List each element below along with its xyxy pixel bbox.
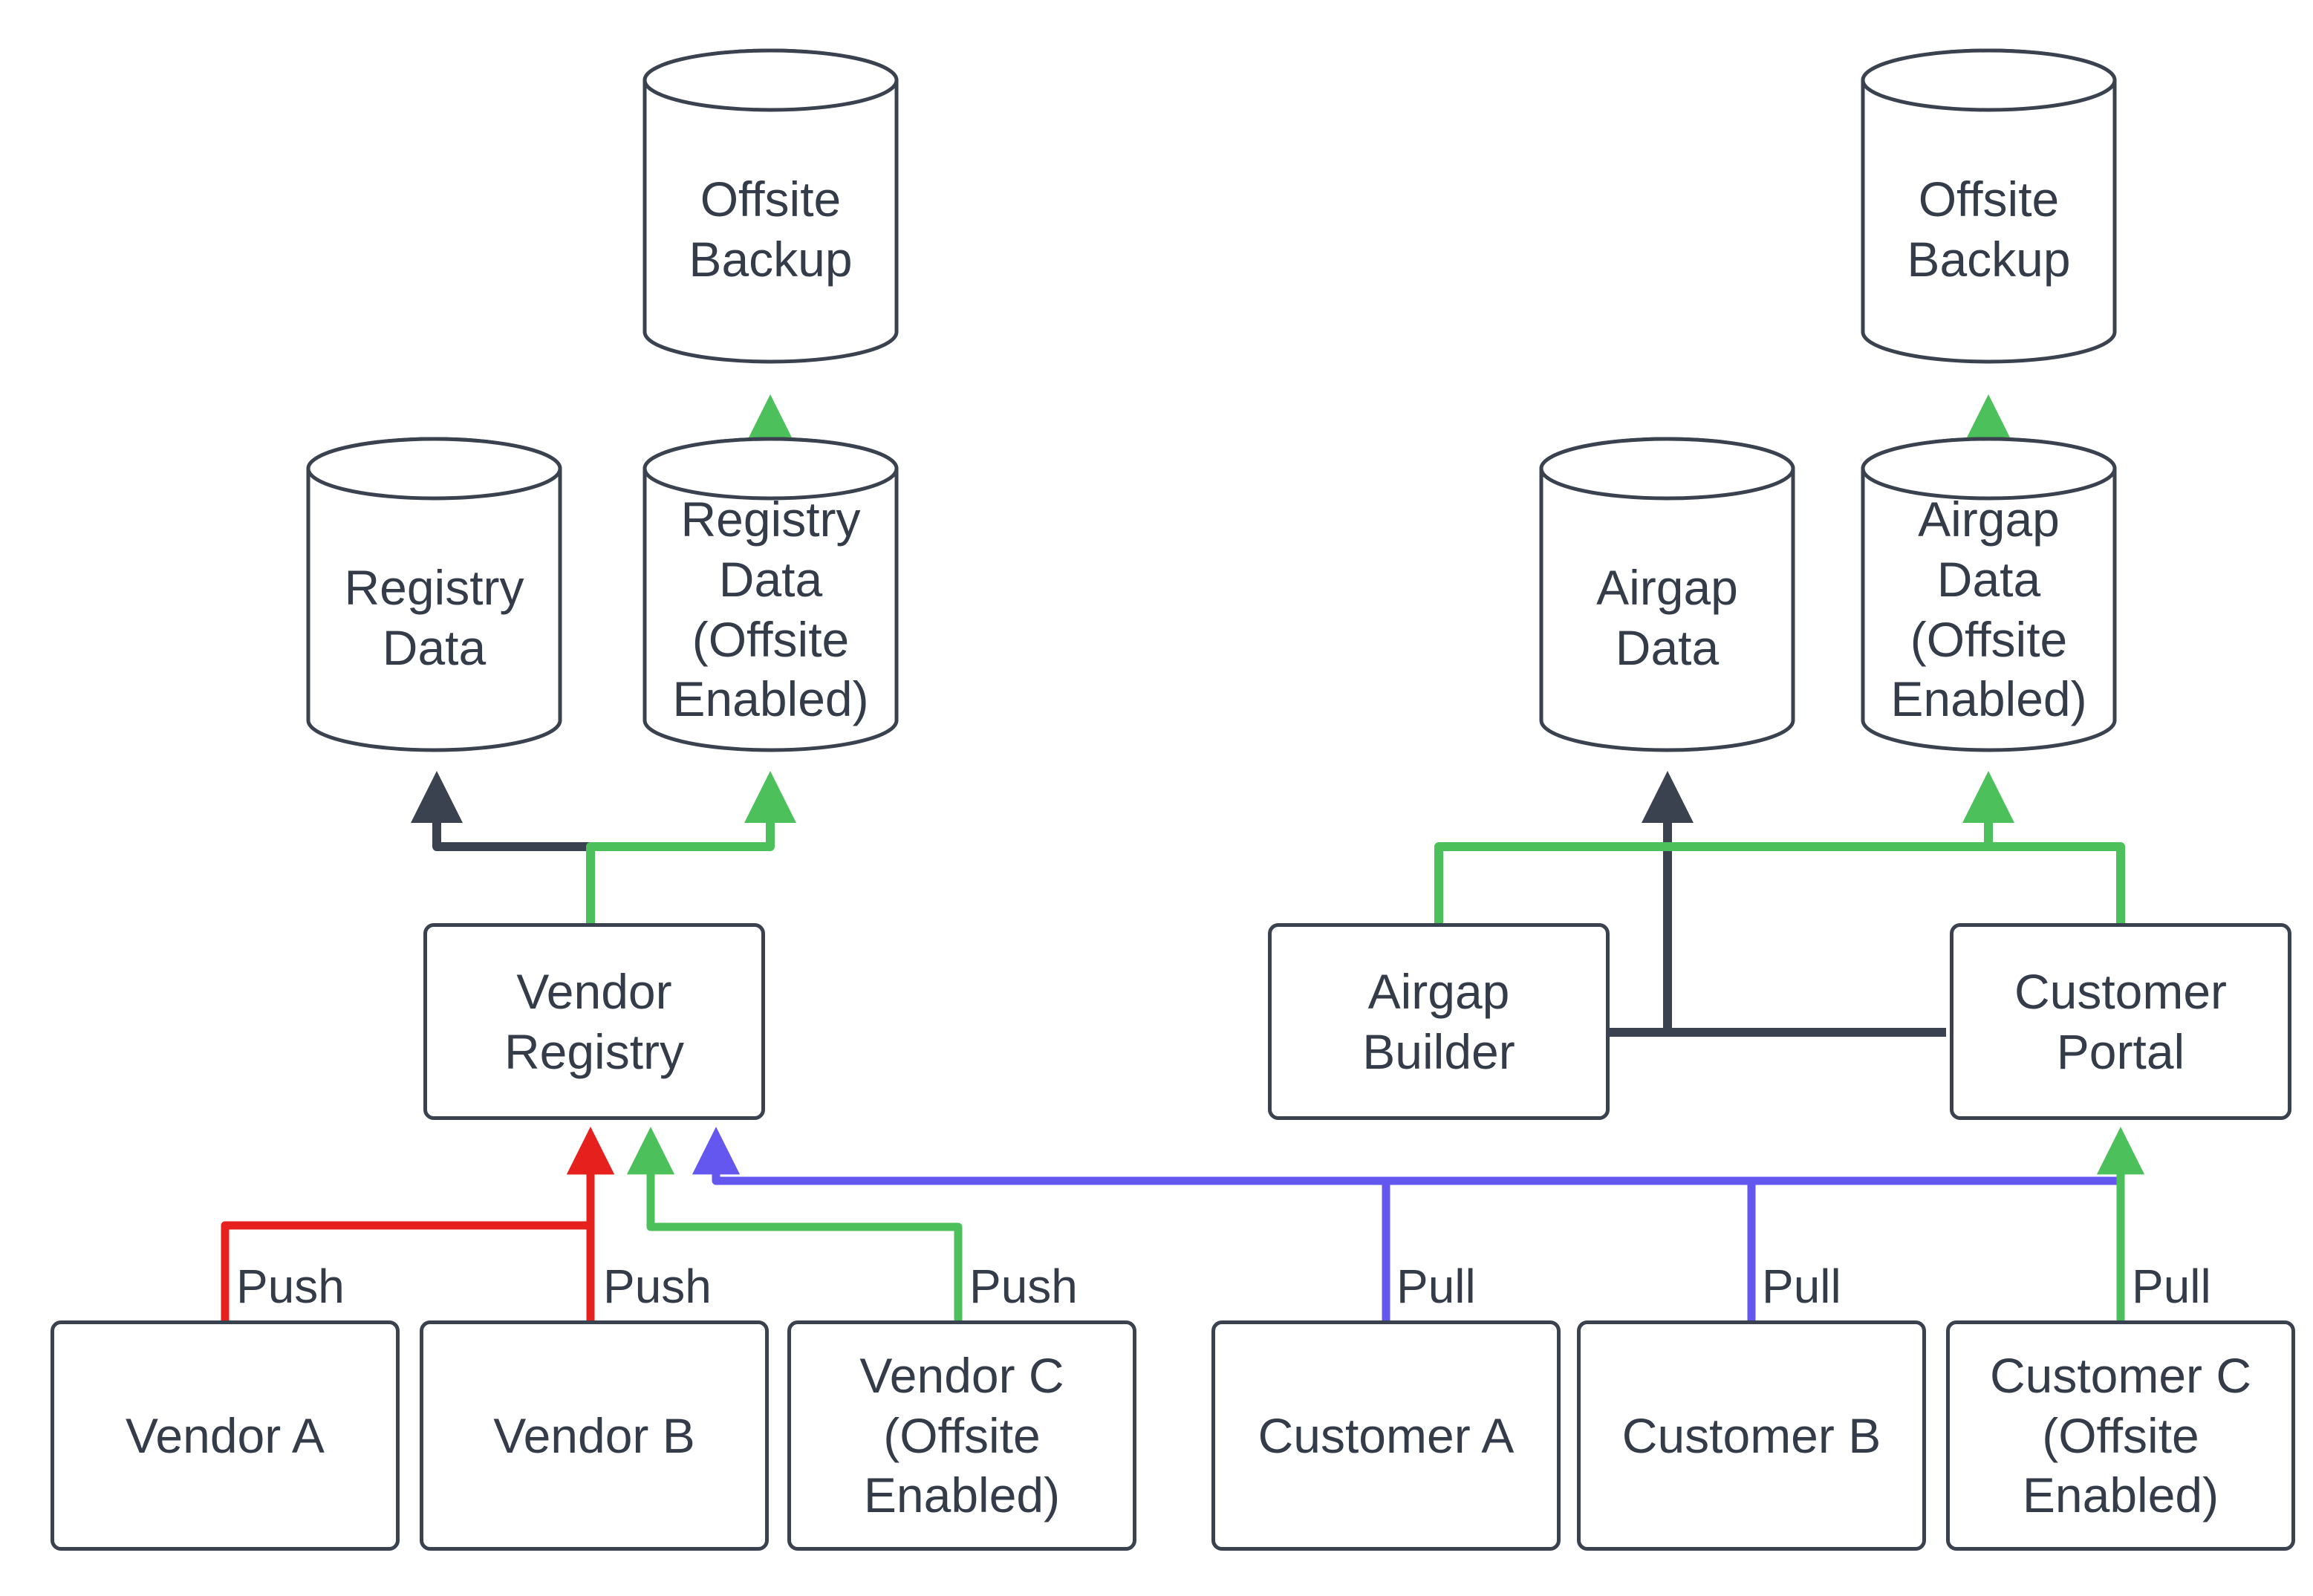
node-registry-data-offsite[interactable]: Registry Data (Offsite Enabled) — [642, 437, 899, 752]
edge-label-pull-2: Pull — [1762, 1260, 1841, 1313]
node-vendor-c[interactable]: Vendor C (Offsite Enabled) — [787, 1320, 1136, 1551]
edge-label-push-3: Push — [969, 1260, 1078, 1313]
node-vendor-registry[interactable]: Vendor Registry — [423, 923, 765, 1120]
node-label: Registry Data (Offsite Enabled) — [672, 492, 869, 727]
node-registry-data[interactable]: Registry Data — [306, 437, 562, 752]
node-label: Vendor Registry — [504, 963, 685, 1079]
cylinder-shape — [306, 437, 562, 752]
node-label: Customer Portal — [2014, 963, 2228, 1079]
edge-airgap-builder-to-airgap-offsite — [1434, 771, 2014, 927]
edge-customer-portal-to-airgap-data — [1642, 771, 1946, 1037]
node-label: Customer C (Offsite Enabled) — [1989, 1348, 2252, 1523]
node-label: Offsite Backup — [1907, 171, 2071, 287]
node-label: Customer A — [1258, 1407, 1515, 1463]
node-airgap-data-offsite[interactable]: Airgap Data (Offsite Enabled) — [1861, 437, 2117, 752]
node-airgap-builder[interactable]: Airgap Builder — [1268, 923, 1610, 1120]
node-label: Vendor A — [126, 1407, 325, 1463]
edge-vendor-registry-to-registry-offsite — [586, 771, 796, 927]
node-customer-b[interactable]: Customer B — [1577, 1320, 1926, 1551]
node-vendor-a[interactable]: Vendor A — [51, 1320, 400, 1551]
cylinder-shape — [642, 48, 899, 364]
edge-label-pull-1: Pull — [1396, 1260, 1476, 1313]
node-label: Airgap Builder — [1362, 963, 1515, 1079]
node-label: Offsite Backup — [689, 171, 853, 287]
node-label: Airgap Data — [1596, 559, 1738, 675]
node-label: Vendor C (Offsite Enabled) — [859, 1348, 1064, 1523]
node-offsite-backup-left[interactable]: Offsite Backup — [642, 48, 899, 364]
node-offsite-backup-right[interactable]: Offsite Backup — [1861, 48, 2117, 364]
edge-label-push-2: Push — [603, 1260, 712, 1313]
node-label: Registry Data — [344, 559, 524, 675]
node-airgap-data[interactable]: Airgap Data — [1539, 437, 1795, 752]
edge-vendor-registry-to-registry-data — [411, 771, 595, 927]
node-customer-a[interactable]: Customer A — [1211, 1320, 1561, 1551]
edge-label-push-1: Push — [236, 1260, 345, 1313]
node-vendor-b[interactable]: Vendor B — [420, 1320, 769, 1551]
edge-customer-b-pull — [716, 1176, 1756, 1323]
node-label: Customer B — [1621, 1407, 1881, 1463]
node-label: Airgap Data (Offsite Enabled) — [1890, 492, 2087, 727]
node-customer-c[interactable]: Customer C (Offsite Enabled) — [1946, 1320, 2295, 1551]
edge-label-pull-3: Pull — [2132, 1260, 2211, 1313]
cylinder-shape — [1539, 437, 1795, 752]
edge-customer-portal-to-airgap-offsite — [1988, 842, 2125, 927]
node-customer-portal[interactable]: Customer Portal — [1950, 923, 2291, 1120]
cylinder-shape — [1861, 48, 2117, 364]
node-label: Vendor B — [493, 1407, 695, 1463]
